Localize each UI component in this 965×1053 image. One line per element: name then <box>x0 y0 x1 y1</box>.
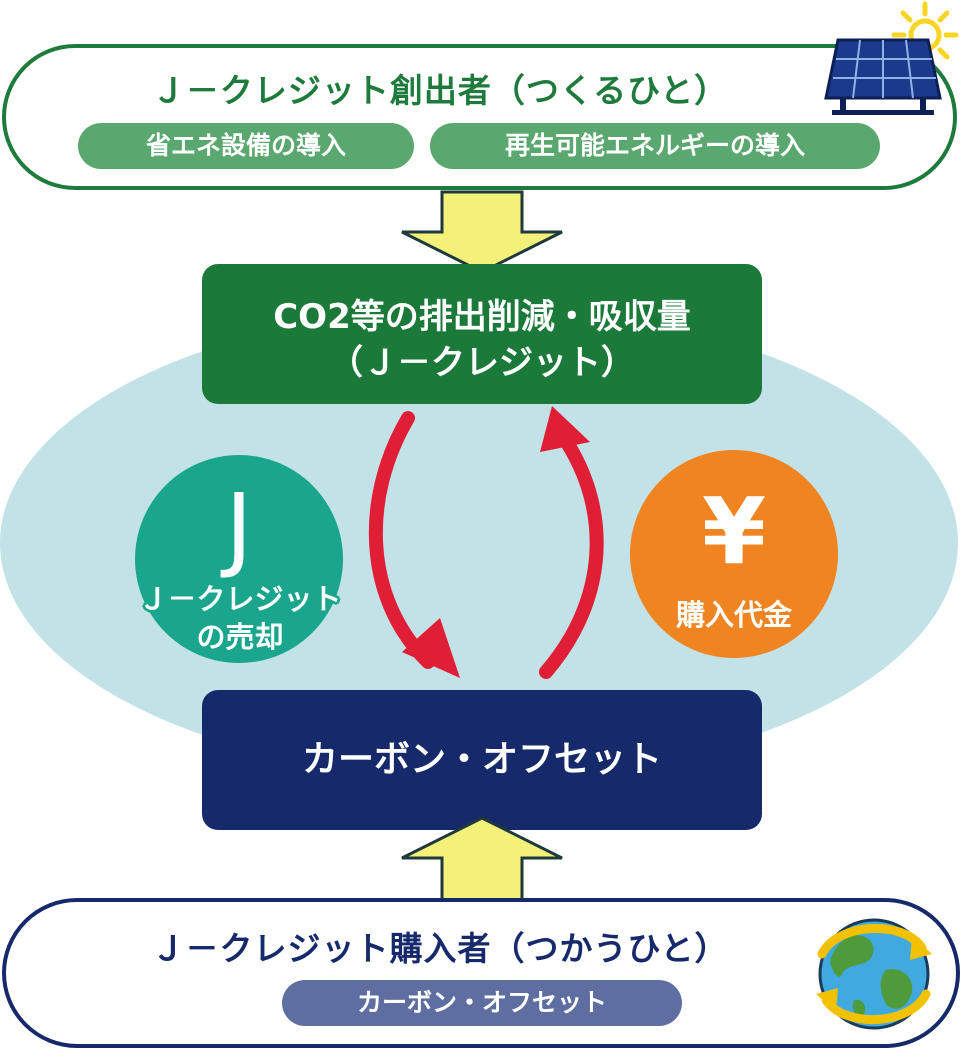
payment-arrowhead <box>540 406 590 452</box>
down-arrow-icon <box>401 190 563 274</box>
exchange-arrows <box>368 406 604 679</box>
credit-sale-arrowhead <box>402 618 460 678</box>
creator-title: Ｊ－クレジット創出者（つくるひと） <box>151 71 729 110</box>
credit-box: CO2等の排出削減・吸収量 （Ｊ－クレジット） <box>202 264 762 404</box>
tag-carbon-offset: カーボン・オフセット <box>282 980 682 1026</box>
tag-energy-saving: 省エネ設備の導入 <box>78 123 414 169</box>
solar-panel-icon <box>824 38 942 115</box>
tag-renewable-energy: 再生可能エネルギーの導入 <box>430 123 880 169</box>
credit-sale-label-line2: の売却 <box>196 620 284 654</box>
carbon-offset-box: カーボン・オフセット <box>202 690 762 830</box>
earth-icon <box>816 918 932 1030</box>
credit-sale-arrow <box>368 411 435 669</box>
credit-sale-label: Ｊ－クレジット の売却 <box>100 580 380 656</box>
up-arrow-icon <box>401 816 563 902</box>
credit-sale-badge <box>135 455 343 663</box>
j-glyph: J <box>225 474 253 581</box>
credit-box-line1: CO2等の排出削減・吸収量 <box>273 297 691 337</box>
yen-glyph: ¥ <box>701 478 766 585</box>
payment-arrow <box>539 431 604 679</box>
payment-badge <box>630 450 838 658</box>
payment-label: 購入代金 <box>675 598 792 632</box>
credit-box-line2: （Ｊ－クレジット） <box>329 343 635 383</box>
credit-sale-label-line1: Ｊ－クレジット <box>138 582 342 616</box>
buyer-title: Ｊ－クレジット購入者（つかうひと） <box>151 929 729 968</box>
